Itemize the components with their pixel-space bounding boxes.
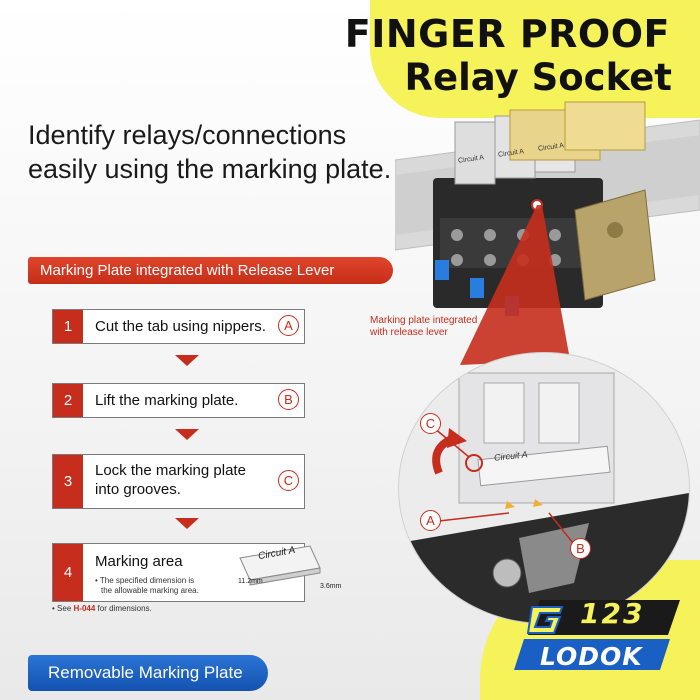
footnote: • See H-044 for dimensions. bbox=[52, 604, 152, 613]
yellow-corner-top bbox=[370, 0, 700, 118]
step-2-text: Lift the marking plate. bbox=[95, 392, 239, 409]
callout-text: Marking plate integrated with release le… bbox=[370, 315, 477, 339]
title-line-2: Relay Socket bbox=[404, 56, 673, 99]
step-4-title: Marking area bbox=[95, 553, 183, 570]
g123-lodok-logo bbox=[514, 600, 680, 670]
step-3-line-2: into grooves. bbox=[95, 481, 181, 498]
step-3-marker: C bbox=[278, 470, 299, 491]
section-header-text: Marking Plate integrated with Release Le… bbox=[40, 262, 335, 279]
step-2-number: 2 bbox=[53, 384, 83, 417]
step-4-note-2: the allowable marking area. bbox=[101, 586, 199, 595]
step-2: 2 Lift the marking plate. B bbox=[52, 383, 305, 418]
footnote-link[interactable]: H-044 bbox=[73, 604, 96, 613]
bullet-icon: • bbox=[95, 576, 98, 585]
title-line-1: FINGER PROOF bbox=[344, 12, 670, 56]
step-1-number: 1 bbox=[53, 310, 83, 343]
step-4-number: 4 bbox=[53, 544, 83, 601]
zoom-illustration bbox=[399, 372, 689, 623]
headline-line-1: Identify relays/connections bbox=[28, 120, 347, 150]
headline: Identify relays/connections easily using… bbox=[28, 118, 448, 186]
step-4-note-1: The specified dimension is bbox=[99, 576, 195, 585]
marking-plate-icon bbox=[239, 545, 321, 586]
step-arrow-2 bbox=[175, 429, 199, 440]
callout-line-1: Marking plate integrated bbox=[370, 315, 478, 326]
callout-line-2: with release lever bbox=[370, 327, 448, 338]
headline-line-2: easily using the marking plate. bbox=[28, 154, 392, 184]
removable-marking-plate-button[interactable]: Removable Marking Plate bbox=[28, 655, 268, 691]
section-header-bar: Marking Plate integrated with Release Le… bbox=[28, 257, 393, 284]
step-1-marker: A bbox=[278, 315, 299, 336]
zoom-detail-view: Circuit A bbox=[398, 352, 690, 624]
relay-socket-illustration bbox=[395, 101, 700, 316]
zoom-cone bbox=[460, 205, 570, 365]
dim-height: 3.6mm bbox=[320, 583, 342, 590]
zoom-marker-b: B bbox=[570, 538, 591, 559]
step-3-line-1: Lock the marking plate bbox=[95, 462, 246, 479]
step-2-marker: B bbox=[278, 389, 299, 410]
step-3-number: 3 bbox=[53, 455, 83, 508]
zoom-marker-c: C bbox=[420, 413, 441, 434]
step-3: 3 Lock the marking plate into grooves. C bbox=[52, 454, 305, 509]
logo-number: 123 bbox=[580, 597, 645, 630]
footnote-prefix: See bbox=[57, 604, 74, 613]
zoom-marker-a: A bbox=[420, 510, 441, 531]
logo-word: LODOK bbox=[540, 642, 643, 671]
step-4-note: • The specified dimension is the allowab… bbox=[95, 576, 199, 596]
step-arrow-1 bbox=[175, 355, 199, 366]
step-1-text: Cut the tab using nippers. bbox=[95, 318, 266, 335]
bullet-icon: • bbox=[52, 604, 55, 613]
step-1: 1 Cut the tab using nippers. A bbox=[52, 309, 305, 344]
step-arrow-3 bbox=[175, 518, 199, 529]
dim-width: 11.2mm bbox=[238, 578, 263, 585]
step-3-text: Lock the marking plate into grooves. bbox=[95, 461, 246, 499]
footnote-suffix: for dimensions. bbox=[95, 604, 152, 613]
